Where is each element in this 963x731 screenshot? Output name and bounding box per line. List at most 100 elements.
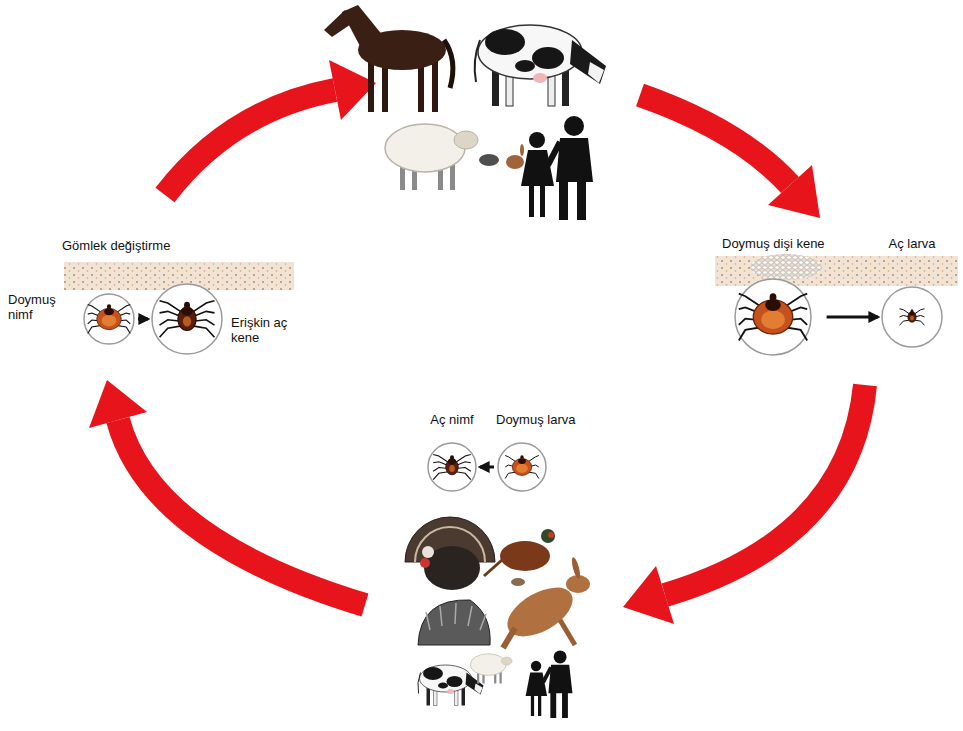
life-stage-node: Aç nimf (426, 412, 478, 493)
stage-circle (428, 443, 476, 491)
pheasant-body (500, 541, 550, 571)
tick-leg (88, 325, 102, 333)
life-stage-node: Doymuş nimf (8, 292, 136, 346)
horse-leg (368, 58, 374, 112)
rabbit-body (506, 155, 524, 169)
stage-circle (498, 443, 546, 491)
tick-leg (785, 327, 807, 340)
stage-circle-figure (82, 292, 136, 346)
stage-label-group: Doymuş nimf (8, 292, 66, 322)
tick-scutum (765, 299, 781, 311)
molt-arrow (480, 466, 494, 469)
soil-strip (715, 256, 958, 286)
pheasant-head (541, 529, 555, 543)
hare-leg (560, 620, 575, 645)
hare-figure (499, 557, 590, 648)
stage-label-group: Aç larva (889, 236, 936, 251)
tick-leg (739, 294, 761, 307)
stage-label: Doymuş nimf (8, 292, 66, 322)
tick-scutum (104, 308, 114, 315)
sheep-figure (385, 124, 478, 190)
horse-leg (382, 62, 388, 112)
cow-figure (475, 25, 606, 106)
hedgehog-figure (479, 154, 499, 166)
hedgehog-body (418, 600, 490, 645)
horse-neck (342, 5, 388, 50)
stage-label-group: Erişkin aç kene (231, 315, 297, 345)
life-stage-node: Doymuş dişi kene (722, 236, 825, 357)
stage-circle (152, 284, 222, 354)
tick-highlight (183, 316, 191, 326)
turkey-wattle (420, 558, 430, 568)
stage-circle-figure (733, 277, 813, 357)
tick-scutum (181, 306, 192, 315)
stage-label: Erişkin aç kene (231, 315, 297, 345)
hedgehog-spines (426, 603, 486, 630)
horse-leg (432, 56, 438, 112)
rabbit-figure (506, 144, 524, 169)
turkey-figure (405, 517, 495, 590)
tick-leg (528, 455, 539, 461)
tick-figure (505, 455, 539, 478)
rabbit-ear (520, 144, 524, 156)
horse-tail (444, 40, 453, 88)
stage-label-group: Doymuş dişi kene (722, 236, 825, 251)
tick-leg (528, 472, 539, 478)
tick-highlight (102, 315, 117, 327)
people-figure (526, 650, 573, 718)
stage-circle (735, 279, 811, 355)
tick-leg (900, 309, 910, 314)
process-label: Gömlek değiştirme (62, 238, 170, 253)
tick-highlight (516, 464, 528, 473)
sheep-figure (470, 654, 512, 684)
tick-leg (785, 294, 807, 307)
tick-body (446, 459, 459, 475)
tick-figure (88, 304, 131, 333)
cycle-arrowhead (768, 165, 820, 218)
tick-figure (900, 309, 925, 326)
tick-leg (116, 325, 130, 333)
tick-leg (160, 301, 182, 312)
stage-label: Doymuş dişi kene (722, 236, 825, 251)
pheasant-figure (484, 529, 555, 576)
turkey-head (422, 546, 434, 558)
stage-group-wrap: Gömlek değiştirme (62, 238, 170, 253)
stage-label: Aç nimf (430, 412, 473, 427)
tick-highlight (761, 310, 785, 329)
horse-leg (418, 62, 424, 112)
tick-leg (739, 327, 761, 340)
tick-leg (456, 472, 471, 480)
tick-leg (192, 326, 214, 337)
tick-body (754, 300, 793, 334)
stage-label: Doymuş larva (496, 412, 575, 427)
life-stage-node: Aç larva (880, 236, 944, 349)
tick-leg (505, 455, 516, 461)
cycle-arrow (165, 90, 335, 195)
tick-scutum (909, 311, 914, 315)
stage-label: Aç larva (889, 236, 936, 251)
hare-ear (570, 557, 581, 580)
tick-leg (456, 454, 471, 462)
cycle-arrow (665, 385, 865, 595)
pheasant-wattle (548, 532, 554, 538)
stage-circle-figure (426, 441, 478, 493)
cycle-arrow (640, 95, 790, 185)
tick-body (97, 308, 122, 329)
molt-arrow (827, 316, 878, 319)
people-figure (521, 116, 593, 220)
tick-leg (433, 472, 448, 480)
tick-body (908, 312, 916, 322)
tick-leg (116, 304, 130, 312)
hedgehog-figure (418, 600, 490, 645)
tick-leg (914, 320, 924, 325)
tick-scutum (448, 458, 456, 464)
molt-arrow (138, 318, 148, 321)
stage-label-group: Doymuş larva (496, 412, 575, 427)
horse-figure (324, 5, 453, 112)
stage-circle (84, 294, 134, 344)
tick-highlight (449, 465, 455, 472)
stage-circle (882, 287, 942, 347)
tick-leg (88, 304, 102, 312)
